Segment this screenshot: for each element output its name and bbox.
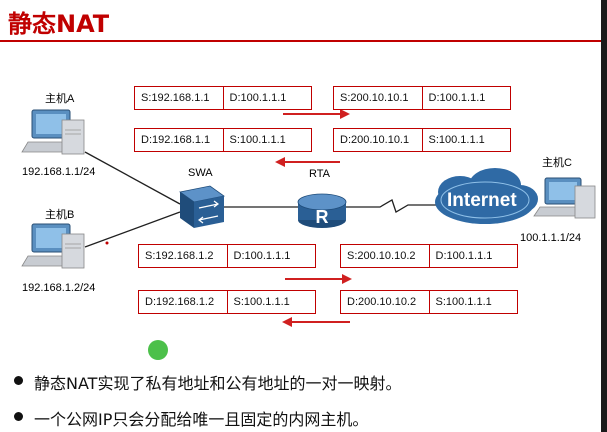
bullet-dot [14, 376, 23, 385]
host-a-label: 主机A [45, 93, 75, 105]
green-dot-icon [148, 340, 168, 360]
title-rule [0, 40, 607, 42]
cloud-icon [435, 168, 538, 224]
addr-box-b-out-outside: S:200.10.10.2 D:100.1.1.1 [340, 244, 518, 268]
link-b-swa [84, 211, 181, 248]
router-icon: R [297, 193, 347, 228]
arrow-right-b [285, 274, 352, 284]
addr-box-b-in-inside: D:192.168.1.2 S:100.1.1.1 [138, 290, 316, 314]
addr-source: S:100.1.1.1 [222, 129, 312, 151]
host-c-ip: 100.1.1.1/24 [520, 232, 582, 244]
host-b-label: 主机B [45, 209, 75, 221]
addr-source: S:192.168.1.1 [141, 92, 210, 104]
addr-source: S:192.168.1.2 [145, 250, 214, 262]
arrow-left-b [282, 317, 350, 327]
bullet-text: 静态NAT实现了私有地址和公有地址的一对一映射。 [34, 374, 402, 393]
addr-destination: D:192.168.1.1 [141, 134, 211, 146]
addr-destination: D:100.1.1.1 [226, 245, 316, 267]
right-edge-bar [601, 0, 607, 432]
addr-box-b-out-inside: S:192.168.1.2 D:100.1.1.1 [138, 244, 316, 268]
addr-source: S:100.1.1.1 [421, 129, 511, 151]
addr-box-a-in-outside: D:200.10.10.1 S:100.1.1.1 [333, 128, 511, 152]
svg-text:R: R [316, 207, 329, 227]
addr-destination: D:200.10.10.2 [347, 296, 417, 308]
switch-label: SWA [188, 167, 213, 179]
host-c-label: 主机C [542, 157, 572, 169]
page-title: 静态NAT [8, 10, 110, 38]
switch-icon [179, 185, 225, 228]
diagram-stage: R 主机A 192 [0, 42, 607, 432]
topology-svg: R [21, 109, 596, 360]
addr-source: S:200.10.10.1 [340, 92, 409, 104]
addr-box-b-in-outside: D:200.10.10.2 S:100.1.1.1 [340, 290, 518, 314]
marker-dot [105, 241, 109, 245]
host-b-ip: 192.168.1.2/24 [22, 282, 96, 294]
addr-source: S:100.1.1.1 [428, 291, 518, 313]
router-label: RTA [309, 168, 330, 180]
addr-destination: D:100.1.1.1 [428, 245, 518, 267]
addr-destination: D:200.10.10.1 [340, 134, 410, 146]
addr-destination: D:100.1.1.1 [421, 87, 511, 109]
link-a-swa [84, 151, 181, 205]
addr-destination: D:100.1.1.1 [222, 87, 312, 109]
cloud-label: Internet [447, 190, 517, 211]
addr-box-a-out-inside: S:192.168.1.1 D:100.1.1.1 [134, 86, 312, 110]
link-rta-internet [345, 199, 440, 213]
host-c-computer-icon [533, 177, 596, 219]
host-b-computer-icon [21, 223, 85, 269]
bullet-dot [14, 412, 23, 421]
addr-source: S:100.1.1.1 [226, 291, 316, 313]
bullet-text: 一个公网IP只会分配给唯一且固定的内网主机。 [34, 410, 369, 429]
addr-destination: D:192.168.1.2 [145, 296, 215, 308]
addr-box-a-out-outside: S:200.10.10.1 D:100.1.1.1 [333, 86, 511, 110]
arrow-left-a [275, 157, 340, 167]
arrow-right-a [283, 109, 350, 119]
title-bar: 静态NAT [0, 0, 607, 42]
host-a-computer-icon [21, 109, 85, 155]
addr-box-a-in-inside: D:192.168.1.1 S:100.1.1.1 [134, 128, 312, 152]
addr-source: S:200.10.10.2 [347, 250, 416, 262]
host-a-ip: 192.168.1.1/24 [22, 166, 96, 178]
